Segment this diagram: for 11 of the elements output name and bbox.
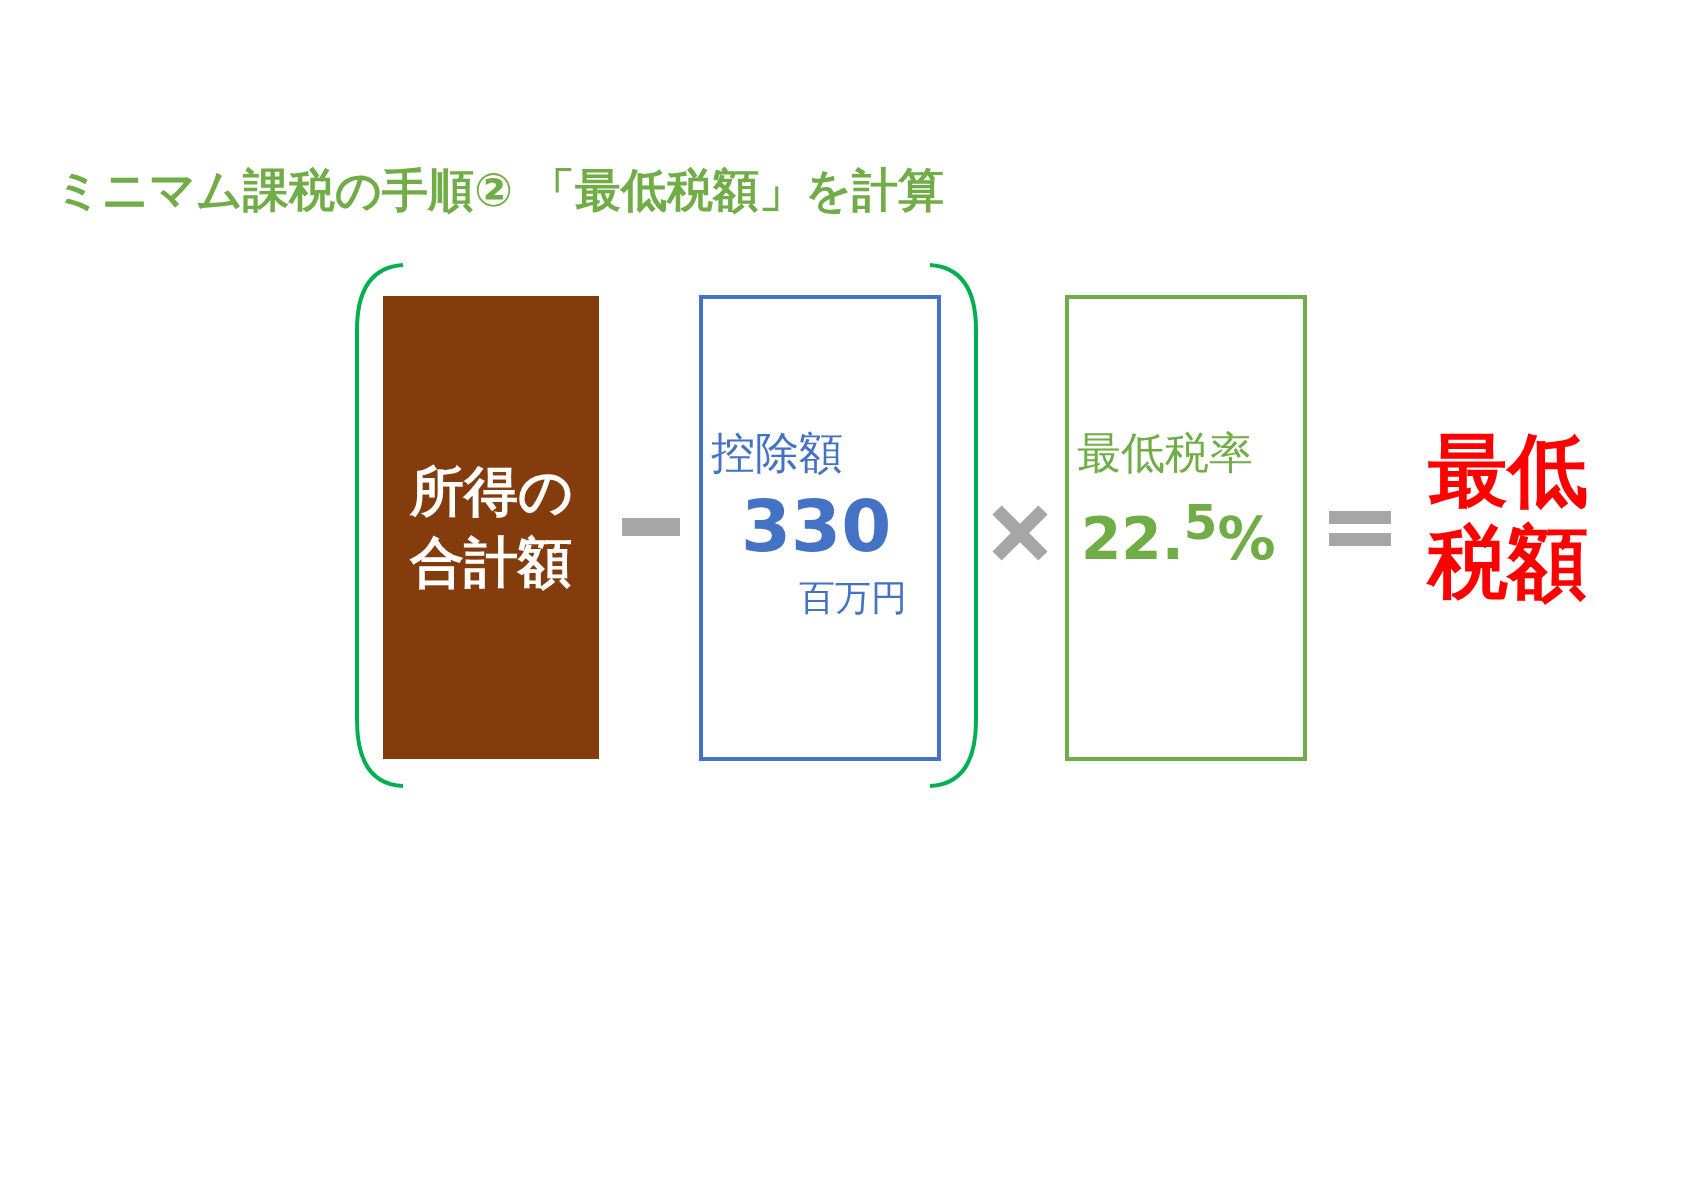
term-text: 最低税率 <box>1077 426 1253 480</box>
title: ミニマム課税の手順② 「最低税額」を計算 <box>55 162 944 219</box>
rate-text: 22.$^{5}$% <box>1081 494 1276 574</box>
term-text: 控除額 <box>711 426 843 480</box>
amount-text: 330 <box>741 484 892 568</box>
income-total-box <box>383 296 599 759</box>
rate-box <box>1065 295 1307 761</box>
term-text: 所得の合計額 <box>408 459 574 596</box>
deduction-box <box>699 295 941 761</box>
unit-text: 百万円 <box>799 576 907 620</box>
result-text: 最低税額 <box>1425 425 1589 609</box>
